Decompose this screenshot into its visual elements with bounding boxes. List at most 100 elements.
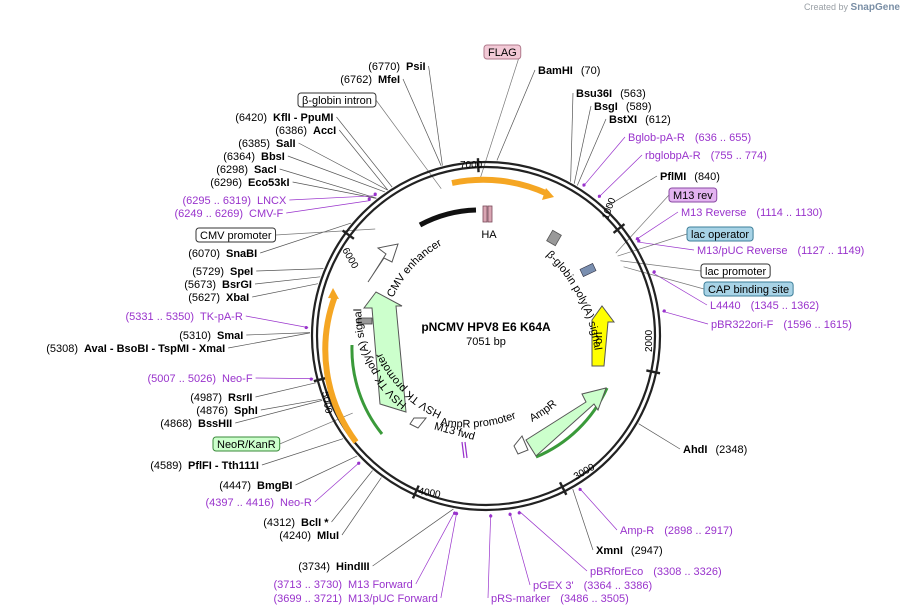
enzyme-name[interactable]: XbaI xyxy=(226,292,249,304)
enzyme-name[interactable]: SpeI xyxy=(230,266,253,278)
feature-grey-left[interactable] xyxy=(357,317,373,325)
primer-name[interactable]: pBR322ori-F xyxy=(711,319,774,331)
enzyme-leader-line xyxy=(638,423,681,450)
feature-arc-orange-top[interactable] xyxy=(451,176,550,197)
enzyme-name[interactable]: SmaI xyxy=(217,330,243,342)
feature-box[interactable] xyxy=(686,226,754,242)
enzyme-position: (70) xyxy=(581,65,601,77)
primer-name[interactable]: M13 Reverse xyxy=(681,207,746,219)
enzyme-name[interactable]: BamHI xyxy=(538,65,573,77)
primer-name[interactable]: Amp-R xyxy=(620,525,654,537)
feature-box[interactable] xyxy=(297,92,377,108)
enzyme-name[interactable]: SacI xyxy=(254,164,277,176)
enzyme-name[interactable]: SnaBI xyxy=(226,248,257,260)
enzyme-name[interactable]: PflFI - Tth111I xyxy=(188,460,259,472)
tick-3000 xyxy=(558,481,568,496)
primer-name[interactable]: rbglobpA-R xyxy=(645,150,701,162)
primer-range: (3699 .. 3721) xyxy=(274,593,343,605)
enzyme-name[interactable]: AccI xyxy=(313,125,336,137)
feature-box[interactable] xyxy=(195,227,277,243)
feature-box[interactable] xyxy=(700,263,771,279)
primer-labels: Bglob-pA-R(636 .. 655)rbglobpA-R(755 .. … xyxy=(126,132,865,605)
primer-site-marker xyxy=(508,512,512,516)
enzyme-leader-line xyxy=(254,276,321,285)
enzyme-name[interactable]: BsgI xyxy=(594,101,618,113)
primer-name[interactable]: Neo-F xyxy=(222,373,253,385)
primer-name[interactable]: CMV-F xyxy=(249,208,284,220)
bglobin-polya-text: β-globin poly(A) signal xyxy=(544,249,604,351)
primer-leader-line xyxy=(652,272,708,306)
m13-fwd-tick-a xyxy=(461,441,465,459)
primer-name[interactable]: LNCX xyxy=(257,195,287,207)
enzyme-name[interactable]: BsrGI xyxy=(222,279,252,291)
ori-arrow[interactable] xyxy=(591,305,615,367)
tick-label-7000: 7000 xyxy=(460,160,483,171)
primer-name[interactable]: TK-pA-R xyxy=(200,311,243,323)
enzyme-position: (4876) xyxy=(196,405,228,417)
enzyme-name[interactable]: BssHII xyxy=(198,418,232,430)
primer-leader-line xyxy=(245,315,309,328)
primer-name[interactable]: pRS-marker xyxy=(491,593,551,605)
feature-box[interactable] xyxy=(212,436,281,452)
enzyme-name[interactable]: RsrII xyxy=(228,392,252,404)
feature-insert-black[interactable] xyxy=(418,207,477,228)
enzyme-leader-line xyxy=(256,268,324,272)
feature-arc-orange-left[interactable] xyxy=(322,294,359,444)
feature-box[interactable] xyxy=(483,44,522,60)
primer-leader-line xyxy=(415,511,456,585)
primer-range: (6249 .. 6269) xyxy=(175,208,244,220)
primer-site-marker xyxy=(578,487,582,492)
m13-fwd-tick-b xyxy=(464,441,468,459)
tick-label-6000: 6000 xyxy=(339,246,360,271)
primer-name[interactable]: M13/pUC Reverse xyxy=(697,245,787,257)
enzyme-name[interactable]: BclI * xyxy=(301,517,329,529)
primer-name[interactable]: Neo-R xyxy=(280,497,312,509)
feature-flag-box[interactable] xyxy=(482,205,488,223)
enzyme-name[interactable]: PflMI xyxy=(660,171,686,183)
ampr-promoter-arrow[interactable] xyxy=(513,435,529,455)
feature-ha-box[interactable] xyxy=(487,205,493,223)
enzyme-name[interactable]: AhdI xyxy=(683,444,707,456)
enzyme-leader-line xyxy=(228,332,311,349)
cmv-enhancer-arrow[interactable] xyxy=(367,243,399,283)
ampr-arrow[interactable] xyxy=(525,387,607,457)
enzyme-name[interactable]: SphI xyxy=(234,405,258,417)
feature-lac-cluster[interactable] xyxy=(579,263,597,277)
primer-name[interactable]: M13 Forward xyxy=(348,579,413,591)
enzyme-name[interactable]: PsiI xyxy=(406,61,426,73)
hsv-tk-small-arrow[interactable] xyxy=(409,417,428,429)
enzyme-position: (2348) xyxy=(715,444,747,456)
enzyme-name[interactable]: SalI xyxy=(276,138,296,150)
primer-range: (1114 .. 1130) xyxy=(756,207,822,219)
primer-name[interactable]: Bglob-pA-R xyxy=(628,132,685,144)
feature-grey-small[interactable] xyxy=(546,229,562,247)
enzyme-position: (6386) xyxy=(275,125,307,137)
enzyme-name[interactable]: BmgBI xyxy=(257,480,292,492)
enzyme-position: (5673) xyxy=(184,279,216,291)
enzyme-name[interactable]: Bsu36I xyxy=(576,88,612,100)
hsv-tk-promoter-arrow[interactable] xyxy=(363,291,407,413)
enzyme-position: (5729) xyxy=(192,266,224,278)
primer-name[interactable]: M13/pUC Forward xyxy=(348,593,438,605)
enzyme-name[interactable]: KflI - PpuMI xyxy=(273,112,334,124)
feature-box[interactable] xyxy=(668,187,718,203)
primer-name[interactable]: pBRforEco xyxy=(590,566,643,578)
enzyme-name[interactable]: BbsI xyxy=(261,151,285,163)
enzyme-name[interactable]: MluI xyxy=(317,530,339,542)
enzyme-name[interactable]: XmnI xyxy=(596,545,623,557)
primer-range: (3713 .. 3730) xyxy=(274,579,343,591)
enzyme-name[interactable]: Eco53kI xyxy=(248,177,290,189)
enzyme-name[interactable]: AvaI - BsoBI - TspMI - XmaI xyxy=(84,343,225,355)
feature-box[interactable] xyxy=(703,281,794,297)
primer-site-marker xyxy=(304,325,308,330)
enzyme-name[interactable]: BstXI xyxy=(609,114,637,126)
enzyme-name[interactable]: HindIII xyxy=(336,561,370,573)
primer-name[interactable]: L4440 xyxy=(710,300,741,312)
enzyme-name[interactable]: MfeI xyxy=(378,74,400,86)
primer-name[interactable]: pGEX 3' xyxy=(533,580,574,592)
feature-box-text: FLAG xyxy=(488,47,517,59)
tick-1000 xyxy=(612,223,626,234)
primer-site-marker xyxy=(489,514,493,518)
enzyme-position: (2947) xyxy=(631,545,663,557)
